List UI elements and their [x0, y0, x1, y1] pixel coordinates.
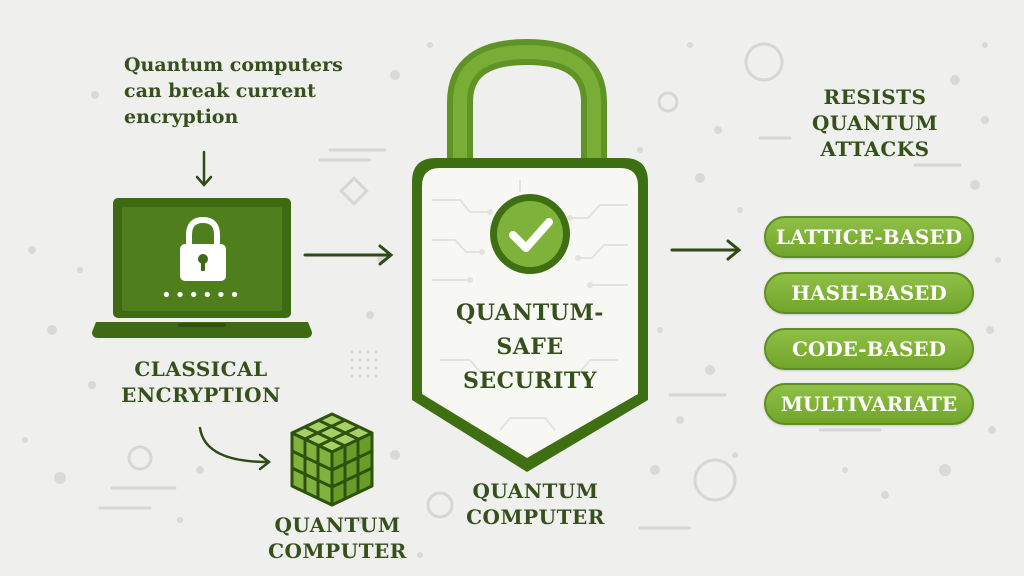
classical-encryption-label: CLASSICAL ENCRYPTION	[96, 356, 306, 408]
label-line: QUANTUM	[472, 479, 599, 503]
method-pill-code: CODE-BASED	[764, 328, 974, 370]
note-line: encryption	[124, 106, 239, 128]
method-pill-lattice: LATTICE-BASED	[764, 216, 974, 258]
shield-lock-icon	[412, 38, 648, 472]
label-line: CLASSICAL	[134, 357, 268, 381]
method-pill-hash: HASH-BASED	[764, 272, 974, 314]
down-arrow-icon	[195, 150, 213, 187]
decorative-diamond	[339, 176, 369, 206]
label-line: QUANTUM	[811, 111, 938, 135]
quantum-computer-label: QUANTUM COMPUTER	[250, 512, 425, 564]
decorative-rings	[127, 42, 784, 519]
quantum-threat-note: Quantum computers can break current encr…	[124, 52, 354, 130]
right-arrow-icon	[670, 239, 742, 261]
label-line: COMPUTER	[466, 505, 605, 529]
circuit-pattern	[432, 180, 628, 431]
label-line: COMPUTER	[268, 539, 407, 563]
dot-grid	[350, 350, 378, 378]
label-line: SECURITY	[462, 368, 597, 394]
resists-attacks-heading: RESISTS QUANTUM ATTACKS	[780, 84, 970, 162]
right-arrow-icon	[303, 244, 394, 266]
curved-arrow-icon	[198, 426, 272, 471]
label-line: QUANTUM	[274, 513, 401, 537]
method-pill-multivariate: MULTIVARIATE	[764, 383, 974, 425]
password-dots: ••••••	[161, 285, 243, 306]
quantum-safe-security-label: QUANTUM- SAFE SECURITY	[440, 296, 620, 398]
decorative-lines	[98, 136, 962, 530]
checkmark-icon	[509, 218, 553, 252]
note-line: Quantum computers	[124, 54, 343, 76]
label-line: RESISTS	[823, 85, 927, 109]
label-line: ATTACKS	[820, 137, 930, 161]
label-line: SAFE	[496, 334, 564, 360]
laptop-icon	[92, 198, 312, 338]
quantum-cube-icon	[290, 412, 374, 507]
label-line: QUANTUM-	[456, 300, 604, 326]
label-line: ENCRYPTION	[121, 383, 281, 407]
decorative-dots	[22, 42, 1001, 558]
note-line: can break current	[124, 80, 316, 102]
quantum-computer-label: QUANTUM COMPUTER	[448, 478, 623, 530]
